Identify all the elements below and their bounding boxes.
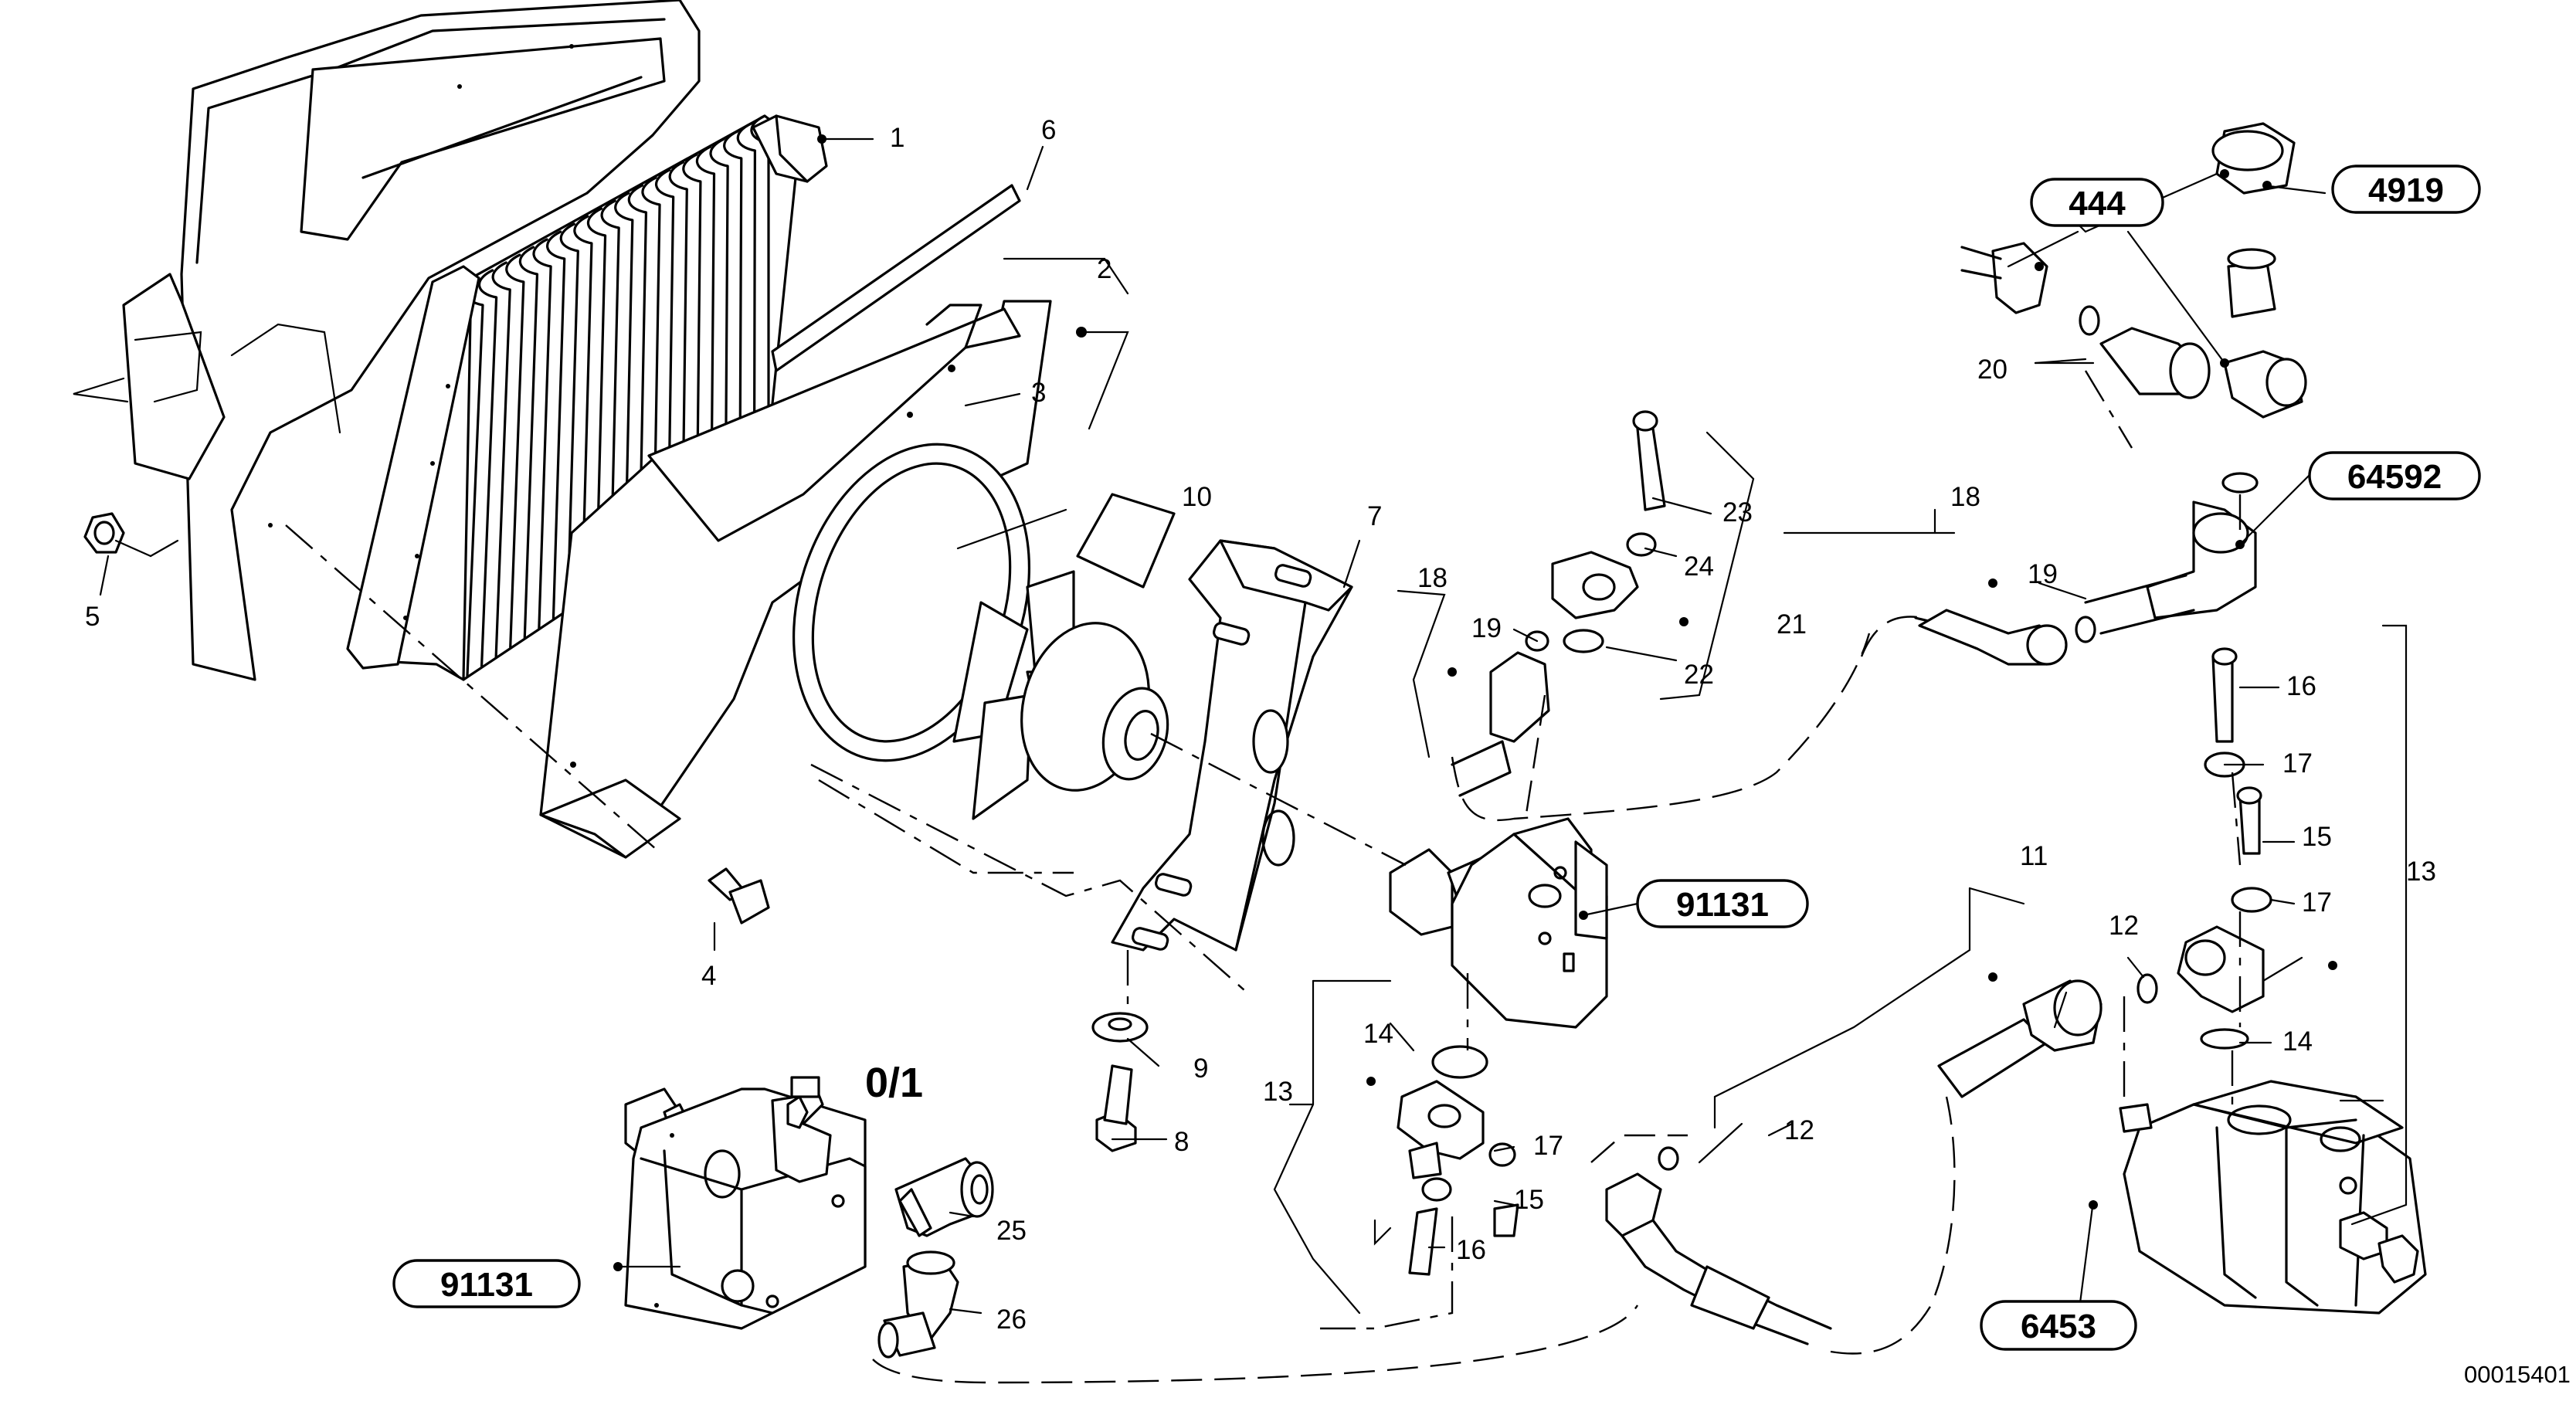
hydraulic-motor-variant [624, 1076, 867, 1330]
ref-callout-6453: 6453 [1980, 1300, 2137, 1351]
svg-text:4919: 4919 [2368, 171, 2444, 209]
bolt-8 [1095, 1064, 1137, 1152]
fittings-top-right [1960, 122, 2307, 635]
part-label-13b: 13 [2406, 857, 2436, 887]
svg-text:444: 444 [2069, 185, 2126, 222]
part-label-14b: 14 [2282, 1026, 2313, 1057]
tee-block-right [2136, 647, 2272, 1050]
cooler-fin [586, 207, 607, 592]
cooler-fins [464, 114, 770, 677]
fan-blade-assembly [952, 493, 1176, 820]
cooler-fin [723, 130, 743, 496]
part-number-labels: 1 2 3 4 5 6 7 8 9 10 11 12 12 13 13 14 1… [85, 115, 2436, 1335]
oil-cooler-core [346, 114, 828, 681]
reference-callouts: 444 4919 64592 91131 91131 6453 [392, 165, 2481, 1351]
part-label-8: 8 [1174, 1127, 1189, 1157]
cooler-fin [641, 176, 661, 553]
part-label-16a: 16 [1456, 1235, 1486, 1265]
part-label-17b: 17 [2282, 748, 2313, 779]
part-label-12b: 12 [1784, 1115, 1814, 1145]
cooler-fin [477, 269, 498, 668]
part-label-14a: 14 [1363, 1019, 1393, 1049]
cooler-fin [682, 153, 702, 524]
seal-strip [771, 184, 1021, 372]
part-label-24: 24 [1684, 551, 1714, 582]
hydraulic-pump [2119, 1080, 2427, 1315]
part-label-23: 23 [1722, 497, 1753, 528]
ref-callout-4919: 4919 [2331, 165, 2481, 214]
part-label-10: 10 [1182, 482, 1212, 512]
ref-callout-64592: 64592 [2308, 451, 2481, 500]
part-label-26: 26 [996, 1305, 1027, 1335]
part-label-19b: 19 [2028, 559, 2058, 589]
ref-callout-91131-variant: 91131 [392, 1259, 581, 1308]
part-label-22: 22 [1684, 660, 1714, 690]
washer-9 [1091, 1012, 1149, 1043]
cooler-fin [695, 145, 716, 515]
cooler-fin [614, 192, 634, 572]
part-label-9: 9 [1193, 1053, 1208, 1084]
bolt-4 [708, 867, 770, 925]
hose-12 [1605, 1146, 1832, 1345]
cooler-fin [736, 122, 756, 486]
cooler-fin [532, 238, 552, 629]
cooler-fin [505, 253, 525, 649]
part-label-18a: 18 [1417, 563, 1448, 593]
cooler-fin [709, 137, 729, 505]
cooler-fin [559, 222, 579, 610]
cooler-fin [491, 261, 511, 658]
cooler-fin [518, 246, 539, 640]
cooler-fin [668, 161, 688, 534]
fan-shroud [539, 300, 1087, 859]
part-label-15b: 15 [2302, 822, 2332, 852]
cooler-fin [573, 215, 593, 601]
part-label-18b: 18 [1950, 482, 1980, 512]
cooler-fin [627, 184, 648, 563]
svg-text:91131: 91131 [1676, 886, 1769, 924]
hydraulic-motor [1389, 817, 1608, 1029]
part-label-6: 6 [1041, 115, 1056, 145]
svg-text:6453: 6453 [2021, 1308, 2096, 1345]
part-label-25: 25 [996, 1216, 1027, 1246]
part-label-17c: 17 [2302, 887, 2332, 918]
drawing-number: 00015401 [2464, 1361, 2571, 1388]
part-label-12a: 12 [2109, 911, 2139, 941]
hose-18-right [1914, 609, 2096, 666]
part-label-16b: 16 [2286, 671, 2316, 701]
part-label-7: 7 [1367, 501, 1382, 531]
leader-dots [613, 134, 2337, 1271]
swivel-fitting-21 [1551, 410, 1666, 653]
part-label-1: 1 [890, 123, 904, 153]
hose-end-18-left [1451, 630, 1550, 797]
motor-bracket [1111, 539, 1353, 952]
cooler-fin [600, 199, 620, 582]
elbow-fitting-26 [877, 1250, 959, 1359]
radiator-housing [73, 0, 701, 681]
part-label-13a: 13 [1263, 1077, 1293, 1107]
part-label-17a: 17 [1533, 1131, 1563, 1161]
ref-callout-91131-main: 91131 [1636, 879, 1809, 928]
nut-5 [83, 512, 125, 554]
part-label-15a: 15 [1514, 1185, 1544, 1215]
centerlines [285, 370, 2242, 1384]
elbow-fitting-25 [894, 1157, 994, 1237]
ref-callout-444: 444 [2030, 178, 2164, 227]
part-label-5: 5 [85, 602, 100, 632]
cooler-fin [546, 230, 566, 620]
hose-11 [1937, 979, 2103, 1098]
part-label-11: 11 [2020, 841, 2048, 871]
part-label-3: 3 [1031, 378, 1046, 408]
part-label-4: 4 [701, 961, 716, 991]
part-label-21: 21 [1777, 609, 1807, 640]
cooler-fin [654, 168, 675, 544]
part-label-20: 20 [1977, 355, 2008, 385]
variant-label: 0/1 [865, 1060, 923, 1106]
tee-block-left [1397, 1045, 1519, 1276]
part-label-2: 2 [1097, 254, 1112, 284]
leader-lines [99, 137, 2408, 1322]
svg-text:91131: 91131 [440, 1266, 533, 1304]
svg-text:64592: 64592 [2347, 458, 2442, 496]
part-label-19a: 19 [1471, 613, 1502, 643]
